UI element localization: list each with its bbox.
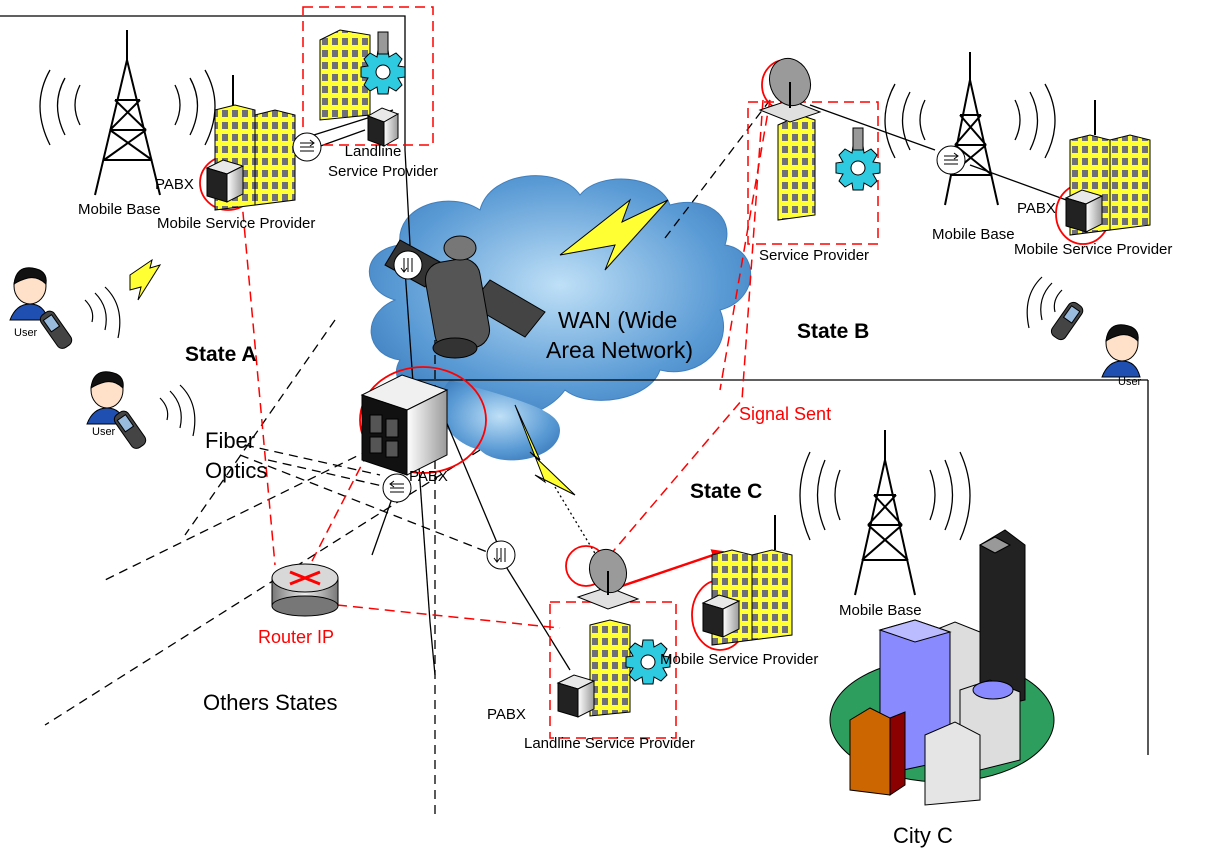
pabx-box-icon: [205, 107, 1104, 718]
landline-c-label: Landline Service Provider: [524, 735, 695, 752]
user-icon: [9, 267, 1141, 425]
fiber-optics-label-2: Optics: [205, 458, 267, 483]
wan-label-2: Area Network): [546, 337, 693, 363]
tower-b-icon: [884, 52, 1056, 206]
relay-node-icon: [292, 132, 966, 570]
router-icon: [271, 563, 339, 617]
user-b-label: User: [1118, 376, 1142, 388]
tower-a-icon: [39, 30, 216, 196]
pabx-a-label: PABX: [155, 176, 194, 193]
phone-signal-waves: [84, 276, 1063, 437]
labels: Landline Service Provider PABX Mobile Ba…: [14, 143, 1172, 848]
mobile-base-b-label: Mobile Base: [932, 226, 1015, 243]
state-b-label: State B: [797, 320, 869, 343]
router-ip-label: Router IP: [258, 627, 334, 647]
mobile-phone-icon: [39, 301, 1084, 449]
wan-label-1: WAN (Wide: [558, 307, 677, 333]
lightning-icon: [129, 198, 669, 496]
landline-top-label-2: Service Provider: [328, 163, 438, 180]
gear-icon: [360, 31, 881, 685]
city-c-icon: [829, 529, 1055, 806]
red-dashed-links: [239, 6, 879, 739]
mobile-base-a-label: Mobile Base: [78, 201, 161, 218]
mobile-provider-b-label: Mobile Service Provider: [1014, 241, 1172, 258]
signal-sent-label: Signal Sent: [739, 404, 831, 424]
satellite-dish-icon: [576, 57, 822, 610]
pabx-center-label: PABX: [409, 468, 448, 485]
fiber-optics-label-1: Fiber: [205, 428, 255, 453]
mobile-provider-c-label: Mobile Service Provider: [660, 651, 818, 668]
mobile-base-c-label: Mobile Base: [839, 602, 922, 619]
state-a-label: State A: [185, 343, 257, 366]
landline-top-label-1: Landline: [345, 143, 402, 160]
city-c-label: City C: [893, 823, 953, 848]
state-c-label: State C: [690, 480, 762, 503]
pabx-c-label: PABX: [487, 706, 526, 723]
building-service-b-icon: [777, 114, 816, 221]
mobile-provider-a-label: Mobile Service Provider: [157, 215, 315, 232]
others-states-label: Others States: [203, 690, 338, 715]
tower-c-icon: [799, 430, 971, 596]
user-a2-label: User: [92, 426, 116, 438]
service-provider-b-label: Service Provider: [759, 247, 869, 264]
building-landline-c-icon: [589, 619, 631, 717]
pabx-b-label: PABX: [1017, 200, 1056, 217]
user-a1-label: User: [14, 327, 38, 339]
